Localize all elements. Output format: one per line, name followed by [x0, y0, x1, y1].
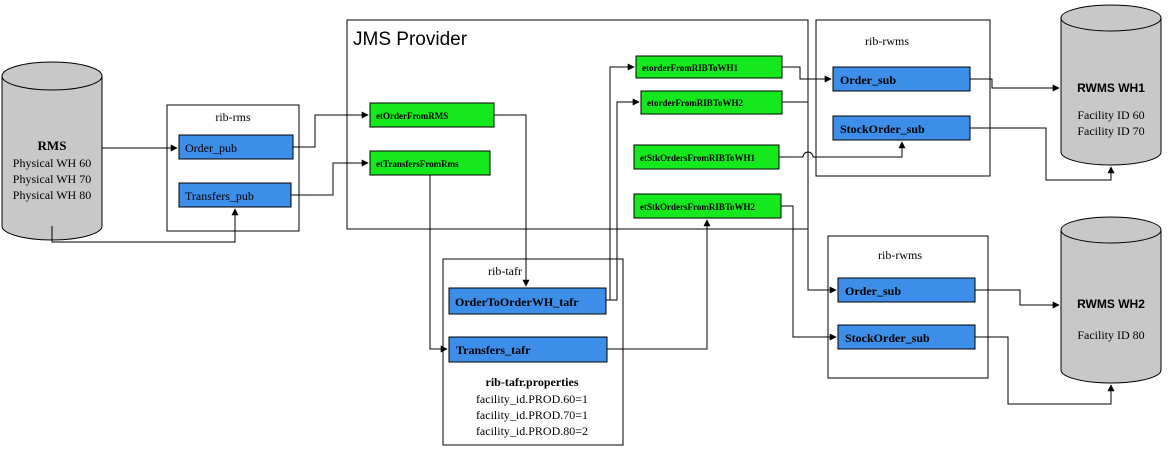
- transfers-tafr-label: Transfers_tafr: [456, 343, 531, 357]
- order-to-order-wh-tafr-box[interactable]: OrderToOrderWH_tafr: [448, 287, 607, 315]
- topic-label: etStkOrdersFromRIBToWH2: [640, 202, 756, 212]
- topic-et-transfers-from-rms[interactable]: etTransfersFromRms: [369, 150, 491, 176]
- transfers-pub-label: Transfers_pub: [185, 189, 254, 203]
- rib-rms-title: rib-rms: [215, 110, 251, 124]
- connector-topic-stock-sub-wh1: [779, 141, 906, 158]
- order-pub-label: Order_pub: [185, 141, 237, 155]
- jms-provider-title: JMS Provider: [353, 29, 468, 50]
- rms-label: RMS: [38, 138, 67, 153]
- topic-et-order-from-rms[interactable]: etOrderFromRMS: [369, 102, 495, 128]
- connector-transfers-tafr-stk-wh2: [607, 219, 711, 350]
- connector-topic-order-sub-wh1: [782, 66, 832, 83]
- rwms-wh1-label: RWMS WH1: [1077, 81, 1145, 95]
- rib-rms-container: rib-rms: [166, 104, 300, 232]
- topic-label: etOrderFromRMS: [376, 111, 448, 121]
- connector-topic-stock-sub-wh2: [781, 205, 837, 341]
- transfers-tafr-box[interactable]: Transfers_tafr: [448, 336, 608, 363]
- property-line: facility_id.PROD.80=2: [476, 424, 588, 438]
- property-line: facility_id.PROD.60=1: [476, 392, 588, 406]
- rms-database: RMS Physical WH 60 Physical WH 70 Physic…: [1, 61, 103, 241]
- topic-et-order-from-rib-to-wh2[interactable]: etorderFromRIBToWH2: [640, 90, 783, 115]
- connector-stock-sub-rwms-wh1: [970, 127, 1115, 181]
- rms-line: Physical WH 60: [13, 156, 91, 170]
- connector-rms-transfers-pub: [51, 208, 239, 243]
- rwms-wh1-line: Facility ID 70: [1077, 124, 1144, 138]
- rib-rwms-2-container: rib-rwms: [827, 235, 989, 379]
- properties-title: rib-tafr.properties: [486, 375, 579, 389]
- rib-rwms-1-title: rib-rwms: [865, 34, 909, 48]
- connector-order-sub-rwms-wh1: [970, 78, 1060, 92]
- connector-order-pub-topic: [293, 111, 369, 148]
- connector-topic-order-tafr: [494, 114, 530, 287]
- transfers-pub-box[interactable]: Transfers_pub: [178, 182, 292, 208]
- connector-stock-sub-rwms-wh2: [975, 336, 1115, 405]
- rib-tafr-title: rib-tafr: [488, 264, 522, 278]
- connectors: [51, 63, 1115, 405]
- topic-label: etStkOrdersFromRIBToWH1: [640, 153, 756, 163]
- topic-label: etorderFromRIBToWH2: [647, 98, 743, 108]
- connector-topic-order-sub-wh2: [782, 101, 837, 294]
- topic-label: etorderFromRIBToWH1: [642, 63, 738, 73]
- connector-topic-transfers-tafr: [429, 175, 448, 353]
- order-sub-wh1-label: Order_sub: [840, 73, 896, 87]
- rib-rwms-2-title: rib-rwms: [878, 248, 922, 262]
- stock-order-sub-wh2-box[interactable]: StockOrder_sub: [837, 324, 976, 350]
- topic-label: etTransfersFromRms: [376, 159, 459, 169]
- connector-order-sub-rwms-wh2: [975, 289, 1060, 309]
- rwms-wh1-line: Facility ID 60: [1077, 108, 1144, 122]
- rwms-wh2-line: Facility ID 80: [1077, 328, 1144, 342]
- rib-rwms-1-container: rib-rwms: [815, 19, 991, 177]
- connector-transfers-pub-topic: [291, 159, 369, 196]
- rib-tafr-container: rib-tafr rib-tafr.properties facility_id…: [442, 258, 624, 446]
- rwms-wh2-database: RWMS WH2 Facility ID 80: [1060, 216, 1162, 384]
- rms-line: Physical WH 70: [13, 172, 91, 186]
- rwms-wh1-database: RWMS WH1 Facility ID 60 Facility ID 70: [1060, 4, 1162, 166]
- rms-line: Physical WH 80: [13, 188, 91, 202]
- order-pub-box[interactable]: Order_pub: [178, 134, 294, 160]
- order-sub-wh2-box[interactable]: Order_sub: [837, 277, 976, 303]
- stock-order-sub-wh1-box[interactable]: StockOrder_sub: [832, 115, 971, 141]
- stock-order-sub-wh2-label: StockOrder_sub: [845, 331, 930, 345]
- order-sub-wh1-box[interactable]: Order_sub: [832, 66, 971, 92]
- rwms-wh2-label: RWMS WH2: [1077, 297, 1145, 311]
- order-sub-wh2-label: Order_sub: [845, 284, 901, 298]
- order-to-order-wh-tafr-label: OrderToOrderWH_tafr: [455, 295, 579, 309]
- topic-et-order-from-rib-to-wh1[interactable]: etorderFromRIBToWH1: [635, 55, 783, 79]
- connector-tafr-topic-wh2: [606, 98, 640, 301]
- property-line: facility_id.PROD.70=1: [476, 408, 588, 422]
- topic-et-stk-orders-from-rib-to-wh2[interactable]: etStkOrdersFromRIBToWH2: [633, 193, 782, 219]
- stock-order-sub-wh1-label: StockOrder_sub: [840, 122, 925, 136]
- topic-et-stk-orders-from-rib-to-wh1[interactable]: etStkOrdersFromRIBToWH1: [633, 144, 780, 170]
